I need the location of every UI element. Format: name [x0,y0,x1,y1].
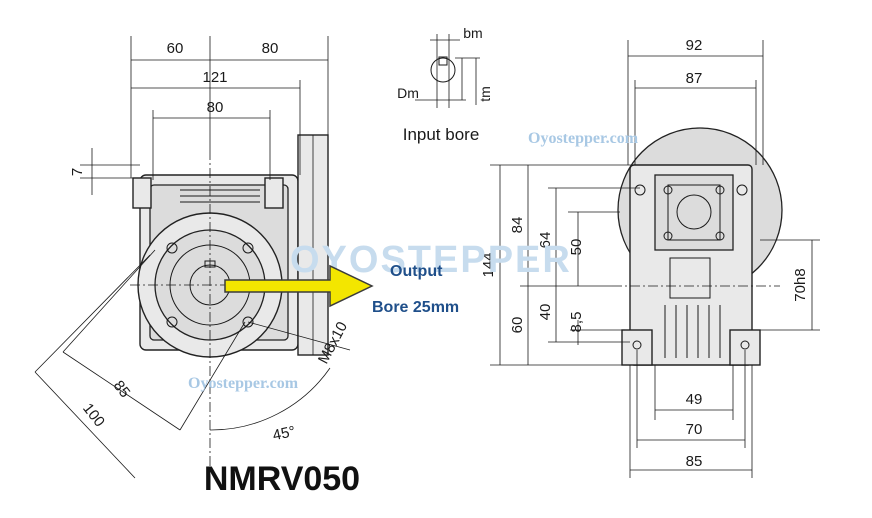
dim-84: 84 [509,217,526,234]
side-bolt-holes [634,184,748,241]
dim-80-inner: 80 [207,99,224,116]
callout-bore: Bore 25mm [372,299,459,316]
lug-tr [264,177,284,209]
right-top-dims [627,40,764,165]
side-bore-square [667,184,721,241]
dim-144: 144 [480,252,497,277]
dim-80-top: 80 [262,40,279,57]
dim-87: 87 [686,70,703,87]
yellow-arrow-icon [224,264,374,308]
right-bottom-dims [629,350,753,478]
dim-100: 100 [79,400,108,430]
dim-40: 40 [537,304,554,321]
model-title: NMRV050 [204,460,360,498]
dim-8-5: 8,5 [568,312,585,333]
side-fins [664,305,721,358]
dim-49: 49 [686,391,703,408]
input-bore-circle [430,57,456,83]
dim-7-lines [80,148,140,195]
output-arrow [224,264,374,308]
watermark-bottom: Oyostepper.com [188,375,299,392]
dim-70h8-lines [760,239,820,331]
bolt-holes [166,242,254,328]
dim-60: 60 [167,40,184,57]
cooling-ribs [180,189,260,203]
dim-50: 50 [568,239,585,256]
dim-121: 121 [202,69,227,86]
watermark-top: Oyostepper.com [528,130,639,147]
left-top-dims [130,36,329,180]
left-view: 60 80 121 80 7 85 100 45° M8x10 [34,36,351,479]
dm-label: Dm [397,85,419,101]
dim-70h8: 70h8 [792,268,809,301]
side-window [669,257,711,299]
input-keyway [438,56,448,66]
input-bore-detail: bm Dm tm Input bore [397,25,493,144]
diagonal-dims [34,249,246,479]
dim-70: 70 [686,421,703,438]
dim-64: 64 [537,232,554,249]
callout-output: Output [390,263,443,280]
input-bore-caption: Input bore [403,125,480,144]
lug-tl [132,177,152,209]
dim-85-side: 85 [686,453,703,470]
dim-45: 45° [271,423,297,444]
dim-92: 92 [686,37,703,54]
right-view: 92 87 144 84 60 64 40 50 8,5 [480,37,820,478]
m8-leader [247,321,351,351]
dim-60-side: 60 [509,317,526,334]
dim-7: 7 [69,168,86,176]
side-bore [676,194,712,230]
dim-85: 85 [110,377,134,401]
right-left-dims [490,164,640,366]
angle-arc [209,367,331,431]
bm-label: bm [463,25,482,41]
tm-label: tm [477,86,493,102]
